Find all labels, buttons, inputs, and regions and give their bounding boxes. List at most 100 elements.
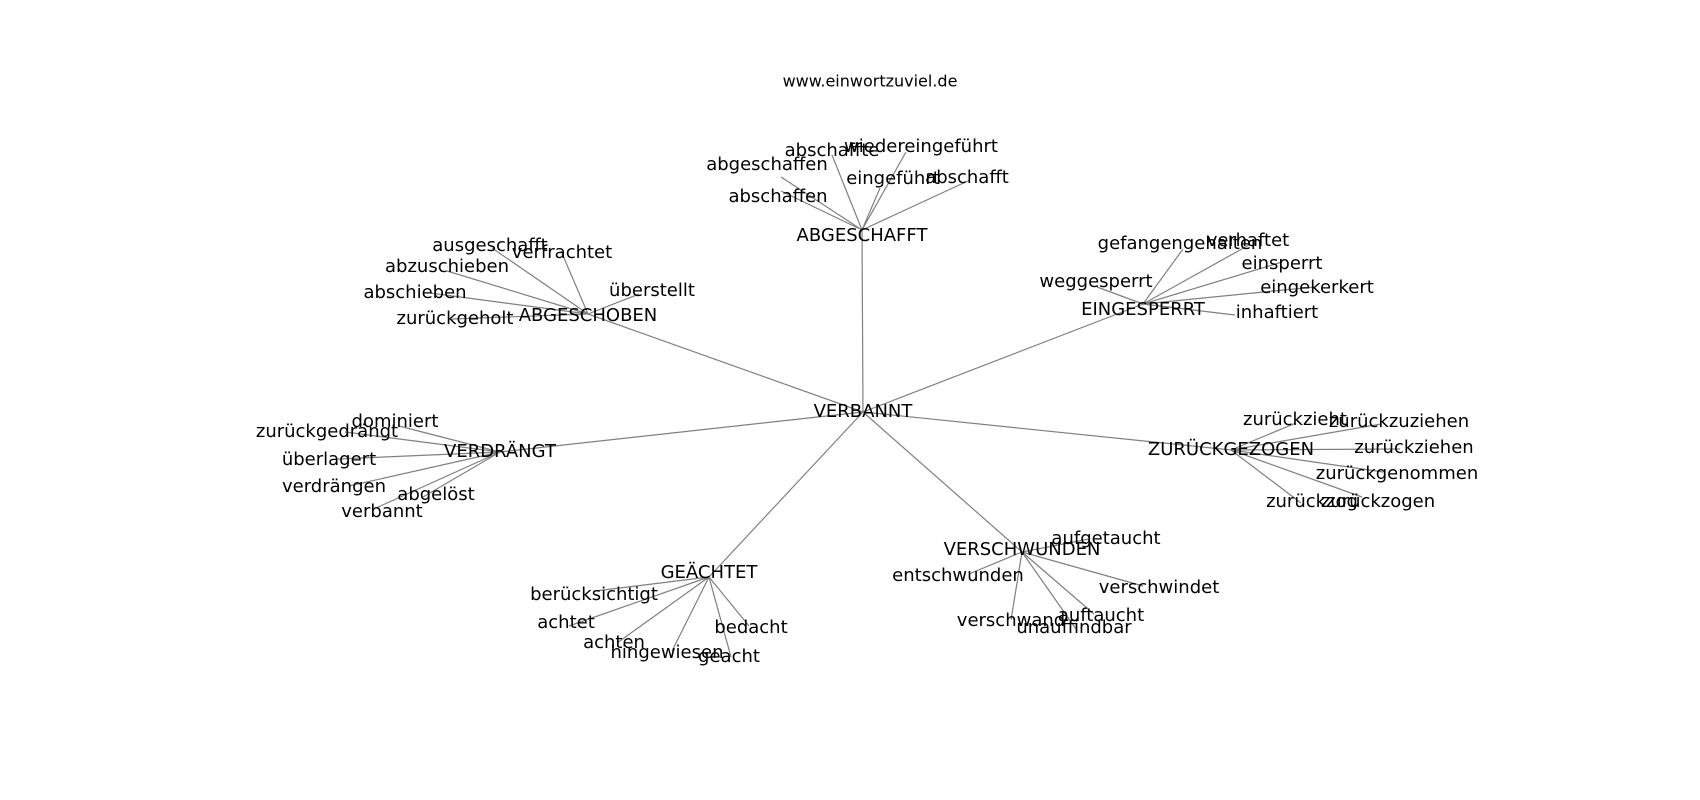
leaf-edge	[1230, 449, 1363, 498]
leaf-node-label: abzuschieben	[385, 256, 509, 277]
leaf-node-label: dominiert	[352, 411, 439, 432]
leaf-edge	[780, 190, 863, 231]
leaf-edge	[780, 176, 863, 231]
leaf-edge	[1021, 551, 1144, 587]
leaf-edge	[708, 576, 750, 627]
leaf-node-label: ausgeschafft	[432, 235, 548, 256]
hub-edge	[862, 411, 1023, 553]
leaf-node-label: wiedereingeführt	[844, 136, 998, 157]
hub-edge	[861, 229, 864, 413]
leaf-node-label: zurückzogen	[1321, 491, 1435, 512]
leaf-edge	[491, 247, 589, 315]
leaf-edge	[1230, 422, 1297, 451]
leaf-node-label: hingewiesen	[611, 642, 724, 663]
hub-node-label: ZURÜCKGEZOGEN	[1148, 438, 1314, 460]
leaf-edge	[1021, 551, 1095, 615]
graph-edges	[337, 151, 1401, 658]
hub-edge	[499, 411, 864, 453]
leaf-edge	[1230, 449, 1384, 473]
leaf-node-label: zurückzuziehen	[1329, 411, 1469, 432]
leaf-node-label: inhaftiert	[1236, 302, 1318, 323]
center-node-label: VERBANNT	[814, 401, 914, 422]
leaf-node-label: zurückziehen	[1354, 437, 1473, 458]
hub-edge	[862, 411, 1232, 451]
leaf-node-label: bedacht	[714, 617, 787, 638]
hub-node-label: ABGESCHOBEN	[519, 305, 658, 326]
leaf-edge	[1142, 286, 1315, 305]
leaf-edge	[1010, 551, 1023, 621]
leaf-edge	[861, 151, 907, 231]
hub-node-label: VERDRÄNGT	[444, 441, 557, 462]
leaf-node-label: verdrängen	[282, 476, 386, 497]
leaf-node-label: abgeschaffen	[706, 154, 828, 175]
hub-node-label: VERSCHWUNDEN	[944, 539, 1101, 560]
leaf-node-label: berücksichtigt	[530, 584, 658, 605]
leaf-node-label: abschieben	[363, 282, 466, 303]
hub-node-label: GEÄCHTET	[661, 562, 759, 583]
leaf-edge	[429, 292, 589, 315]
leaf-edge	[968, 551, 1023, 575]
leaf-edge	[568, 576, 710, 627]
leaf-edge	[1096, 286, 1144, 305]
leaf-edge	[708, 576, 732, 658]
graph-labels: www.einwortzuviel.de VERBANNT ABGESCHAFFT…	[256, 72, 1478, 668]
leaf-node-label: verschwand	[957, 610, 1065, 631]
leaf-edge	[344, 431, 501, 453]
leaf-edge	[337, 451, 501, 460]
leaf-edge	[398, 425, 501, 453]
leaf-node-label: verschwindet	[1099, 577, 1220, 598]
leaf-edge	[348, 451, 501, 487]
leaf-edge	[1021, 538, 1090, 553]
site-url[interactable]: www.einwortzuviel.de	[783, 72, 958, 91]
leaf-node-label: achtet	[537, 612, 595, 633]
leaf-node-label: zurückgeholt	[397, 308, 514, 329]
hub-edge	[862, 303, 1144, 413]
leaf-edge	[1142, 261, 1283, 305]
leaf-edge	[594, 576, 710, 592]
leaf-node-label: zurückzog	[1266, 491, 1358, 512]
leaf-edge	[446, 270, 589, 315]
leaf-node-label: überstellt	[609, 280, 695, 301]
leaf-edge	[861, 179, 971, 231]
leaf-edge	[671, 576, 710, 652]
hub-node-label: ABGESCHAFFT	[797, 225, 929, 246]
leaf-edge	[1142, 248, 1184, 305]
leaf-node-label: abgelöst	[397, 484, 474, 505]
leaf-edge	[560, 250, 589, 315]
leaf-node-label: einsperrt	[1242, 253, 1323, 274]
leaf-edge	[1230, 423, 1382, 451]
leaf-node-label: zurückzieht	[1243, 409, 1347, 430]
leaf-edge	[1230, 448, 1401, 451]
hub-edge	[587, 313, 864, 413]
leaf-edge	[831, 154, 863, 231]
leaf-node-label: eingekerkert	[1260, 277, 1374, 298]
leaf-edge	[1230, 449, 1302, 504]
leaf-node-label: zurückgedrängt	[256, 421, 398, 442]
leaf-edge	[375, 451, 501, 509]
leaf-node-label: abschaffen	[728, 186, 827, 207]
leaf-edge	[451, 313, 589, 320]
leaf-node-label: achten	[583, 632, 645, 653]
leaf-node-label: weggesperrt	[1039, 271, 1152, 292]
leaf-edge	[1021, 551, 1077, 630]
leaf-node-label: abschaffte	[785, 140, 880, 161]
hub-node-label: EINGESPERRT	[1081, 299, 1206, 320]
leaf-node-label: überlagert	[282, 449, 376, 470]
leaf-node-label: gefangengehalten	[1098, 233, 1263, 254]
leaf-node-label: zurückgenommen	[1316, 463, 1478, 484]
hub-edge	[708, 411, 864, 578]
leaf-edge	[861, 187, 881, 231]
leaf-node-label: unauffindbar	[1016, 617, 1132, 638]
leaf-node-label: entschwunden	[892, 565, 1024, 586]
leaf-edge	[616, 576, 710, 644]
leaf-node-label: aufgetaucht	[1051, 528, 1160, 549]
leaf-node-label: eingeführt	[846, 168, 940, 189]
leaf-edge	[587, 293, 640, 315]
leaf-node-label: auftaucht	[1058, 605, 1144, 626]
leaf-edge	[422, 451, 501, 498]
leaf-edge	[1142, 303, 1236, 316]
leaf-node-label: verfrachtet	[512, 242, 612, 263]
leaf-node-label: geacht	[698, 646, 760, 667]
leaf-node-label: abschafft	[925, 167, 1009, 188]
